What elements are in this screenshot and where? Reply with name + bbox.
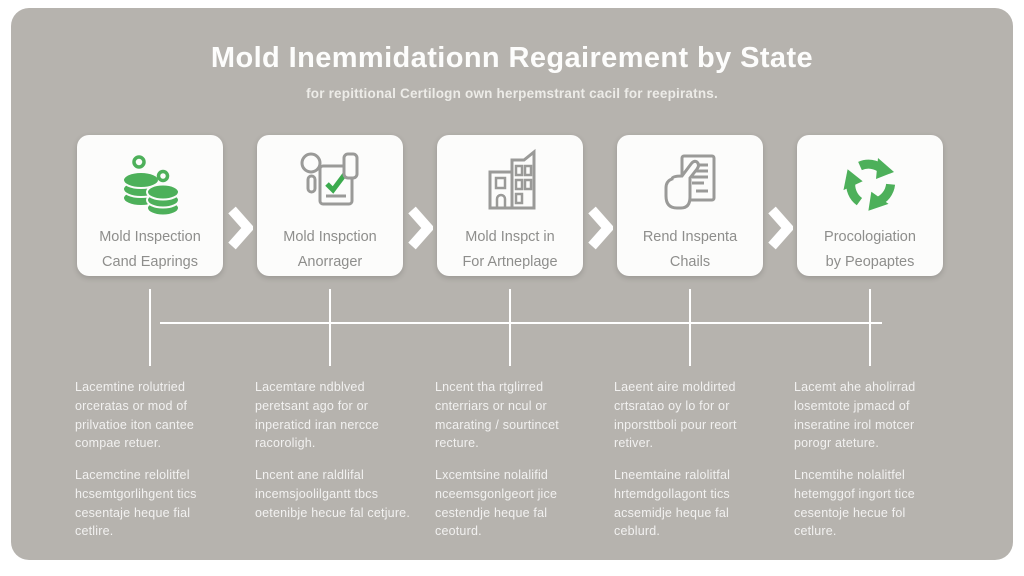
step-notes-4: Laeent aire moldirted crtsratao oy lo fo… (614, 378, 770, 558)
step-label-line2: Anorrager (297, 254, 363, 270)
step-notes-5: Lacemt ahe aholirrad losemtote jpmacd of… (794, 378, 950, 558)
note-paragraph: Lncent tha rtglirred cnterriars or ncul … (435, 380, 559, 451)
step-label-line2: by Peopaptes (825, 254, 915, 270)
step-card-4: Rend Inspenta Chails (617, 135, 763, 276)
step-label-line1: Procologiation (824, 229, 916, 245)
step-card-5: Procologiation by Peopaptes (797, 135, 943, 276)
arrow-chevron-icon (228, 206, 253, 250)
timeline-tick-2 (329, 289, 331, 366)
note-paragraph: Lacemtine rolutried orceratas or mod of … (75, 380, 195, 451)
note-paragraph: Lncemtihe nolalitfel hetemggof ingort ti… (794, 468, 915, 539)
step-card-3: Mold Inspct in For Artneplage (437, 135, 583, 276)
magnifier-checklist-icon (292, 143, 368, 225)
step-label-line2: Cand Eaprings (102, 254, 198, 270)
arrow-chevron-icon (768, 206, 793, 250)
page-subtitle: for repittional Certilogn own herpemstra… (306, 86, 718, 101)
note-paragraph: Lncent ane raldlifal incemsjoolilgantt t… (255, 468, 411, 520)
recycle-icon (832, 143, 908, 225)
note-paragraph: Lacemctine relolitfel hcsemtgorlihgent t… (75, 468, 197, 539)
note-paragraph: Laeent aire moldirted crtsratao oy lo fo… (614, 380, 737, 451)
step-label-line2: For Artneplage (462, 254, 558, 270)
step-label-line1: Mold Inspction (283, 229, 377, 245)
step-notes-3: Lncent tha rtglirred cnterriars or ncul … (435, 378, 591, 558)
note-paragraph: Lacemt ahe aholirrad losemtote jpmacd of… (794, 380, 916, 451)
timeline-horizontal-line (160, 322, 882, 324)
step-label-line2: Chails (669, 254, 711, 270)
step-card-1: Mold Inspection Cand Eaprings (77, 135, 223, 276)
page-title: Mold Inemmidationn Regairement by State (210, 42, 814, 74)
hand-document-icon (652, 143, 728, 225)
building-icon (472, 143, 548, 225)
step-notes-1: Lacemtine rolutried orceratas or mod of … (75, 378, 231, 558)
step-label-line1: Mold Inspct in (465, 229, 555, 245)
timeline-tick-5 (869, 289, 871, 366)
timeline-tick-1 (149, 289, 151, 366)
note-paragraph: Lxcemtsine nolalifid nceemsgonlgeort jic… (435, 468, 558, 539)
step-notes-2: Lacemtare ndblved peretsant ago for or i… (255, 378, 411, 558)
step-card-2: Mold Inspction Anorrager (257, 135, 403, 276)
step-label-line1: Rend Inspenta (642, 229, 738, 245)
background-panel: Mold Inemmidationn Regairement by State … (11, 8, 1013, 560)
arrow-chevron-icon (588, 206, 613, 250)
step-label-line1: Mold Inspection (99, 229, 201, 245)
coins-icon (112, 143, 188, 225)
timeline-tick-3 (509, 289, 511, 366)
timeline-tick-4 (689, 289, 691, 366)
arrow-chevron-icon (408, 206, 433, 250)
note-paragraph: Lacemtare ndblved peretsant ago for or i… (255, 380, 379, 451)
note-paragraph: Lneemtaine ralolitfal hrtemdgollagont ti… (614, 468, 731, 539)
